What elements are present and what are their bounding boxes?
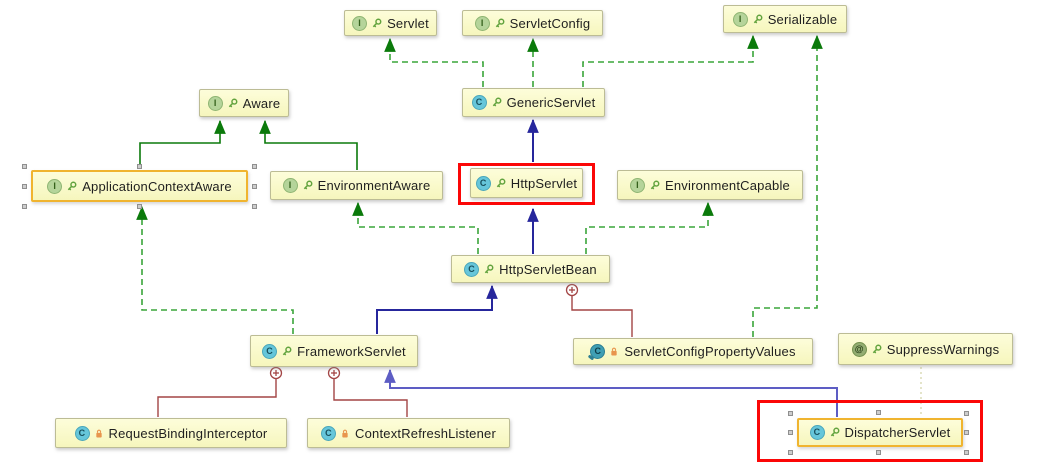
node-generic-servlet[interactable]: C GenericServlet [462,88,605,117]
node-label: Serializable [767,11,838,27]
class-icon: C [471,95,487,110]
key-icon [752,14,763,25]
node-servlet-config-property-values[interactable]: C ServletConfigPropertyValues [573,338,813,365]
selection-handle[interactable] [137,164,142,169]
edge-httpservletbean-inner-servletconfigpropertyvalues[interactable] [571,296,633,337]
node-label: Aware [242,95,281,111]
node-context-refresh-listener[interactable]: C ContextRefreshListener [307,418,510,448]
selection-handle[interactable] [22,184,27,189]
edge-frameworkservlet-inner-contextrefreshlistener[interactable] [333,379,408,417]
key-icon [371,18,382,29]
node-environment-capable[interactable]: I EnvironmentCapable [617,170,803,200]
edge-environmentaware-extends-aware[interactable] [259,119,358,170]
edge-genericservlet-implements-serializable[interactable] [582,34,759,87]
node-label: HttpServletBean [499,261,597,277]
interface-icon: I [629,177,645,193]
node-http-servlet[interactable]: C HttpServlet [470,168,583,198]
node-label: ServletConfigPropertyValues [624,344,796,359]
key-icon [281,346,292,357]
class-icon: C [475,175,491,191]
selection-handle[interactable] [252,164,257,169]
selection-handle[interactable] [22,204,27,209]
node-servlet-config[interactable]: I ServletConfig [462,10,603,36]
node-label: Servlet [387,15,429,31]
interface-icon: I [47,178,63,194]
node-label: FrameworkServlet [297,343,406,359]
node-label: DispatcherServlet [844,425,951,440]
inner-class-icon: C [590,344,606,359]
highlight-box-http-servlet [458,163,595,205]
selection-handle[interactable] [876,410,881,415]
lock-icon [609,346,619,357]
lock-icon [94,428,104,439]
selection-handle[interactable] [876,450,881,455]
node-environment-aware[interactable]: I EnvironmentAware [270,171,443,200]
key-icon [495,178,506,189]
node-label: ApplicationContextAware [82,178,232,194]
edge-frameworkservlet-extends-httpservletbean[interactable] [376,284,498,334]
selection-handle[interactable] [137,204,142,209]
key-icon [66,181,77,192]
selection-handle[interactable] [964,430,969,435]
class-icon: C [321,425,336,441]
node-label: ServletConfig [509,15,591,31]
edge-httpservletbean-implements-environmentcapable[interactable] [585,201,714,254]
interface-icon: I [207,95,223,111]
inner-class-anchor-icon [269,366,283,380]
node-label: ContextRefreshListener [355,425,496,441]
lock-icon [340,428,350,439]
edge-httpservletbean-implements-environmentaware[interactable] [352,201,479,254]
key-icon [302,180,313,191]
class-icon: C [464,261,480,277]
highlight-box-dispatcher-servlet [757,400,983,462]
node-request-binding-interceptor[interactable]: C RequestBindingInterceptor [55,418,287,448]
node-label: RequestBindingInterceptor [108,425,268,441]
node-label: EnvironmentCapable [664,177,790,193]
node-dispatcher-servlet[interactable]: C DispatcherServlet [797,418,963,447]
selection-handle[interactable] [964,411,969,416]
edge-applicationcontextaware-extends-aware[interactable] [139,119,226,169]
selection-handle[interactable] [788,450,793,455]
edge-frameworkservlet-inner-requestbindinginterceptor[interactable] [157,379,277,417]
node-framework-servlet[interactable]: C FrameworkServlet [250,335,418,367]
node-servlet[interactable]: I Servlet [344,10,437,36]
inner-class-anchor-icon [565,283,579,297]
node-serializable[interactable]: I Serializable [723,5,847,33]
node-aware[interactable]: I Aware [199,89,289,117]
node-label: EnvironmentAware [317,178,431,193]
annotation-icon: @ [851,341,867,357]
selection-handle[interactable] [964,450,969,455]
node-label: HttpServlet [510,175,578,191]
node-application-context-aware[interactable]: I ApplicationContextAware [31,170,248,202]
selection-handle[interactable] [252,184,257,189]
key-icon [483,264,494,275]
class-icon: C [262,343,278,359]
edge-frameworkservlet-implements-applicationcontextaware[interactable] [136,205,294,334]
node-http-servlet-bean[interactable]: C HttpServletBean [451,255,610,283]
key-icon [494,18,505,29]
key-icon [227,98,238,109]
interface-icon: I [474,15,490,31]
node-label: GenericServlet [506,95,596,110]
interface-icon: I [352,15,368,31]
key-icon [871,344,882,355]
selection-handle[interactable] [788,411,793,416]
interface-icon: I [282,178,298,193]
selection-handle[interactable] [252,204,257,209]
key-icon [491,97,502,108]
node-label: SuppressWarnings [886,341,1000,357]
inner-class-anchor-icon [327,366,341,380]
selection-handle[interactable] [22,164,27,169]
edge-servletconfigpropertyvalues-implements-serializable[interactable] [752,34,823,337]
node-suppress-warnings[interactable]: @ SuppressWarnings [838,333,1013,365]
edge-genericservlet-implements-servlet[interactable] [384,37,484,87]
class-icon: C [809,425,825,440]
selection-handle[interactable] [788,430,793,435]
class-icon: C [74,425,90,441]
key-icon [829,427,840,438]
interface-icon: I [732,11,748,27]
key-icon [649,180,660,191]
